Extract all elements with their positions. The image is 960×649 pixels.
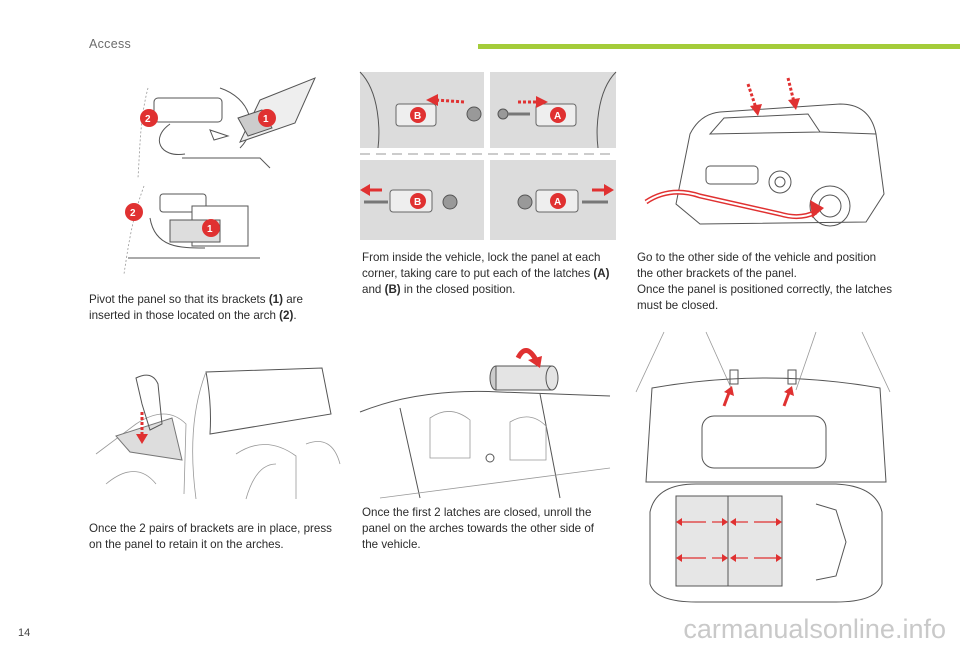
latches-illustration: B A B A: [359, 71, 617, 240]
bracket-pivot-illustration: 2 1 2 1: [123, 77, 316, 275]
section-accent-bar: [478, 44, 960, 49]
caption-unroll-panel: Once the first 2 latches are closed, unr…: [362, 506, 595, 551]
label-1-bottom: 1: [207, 224, 213, 235]
caption-press-panel: Once the 2 pairs of brackets are in plac…: [89, 522, 332, 551]
interior-and-top-view-illustration: [635, 331, 891, 603]
label-1-top: 1: [263, 114, 269, 125]
caption-lock-latches: From inside the vehicle, lock the panel …: [362, 251, 610, 296]
watermark: carmanualsonline.info: [683, 614, 946, 644]
latch-label-a-top: A: [554, 111, 561, 122]
press-panel-illustration: [95, 367, 341, 500]
label-2-bottom: 2: [130, 208, 136, 219]
latch-label-b-bottom: B: [414, 197, 421, 208]
label-2-top: 2: [145, 114, 151, 125]
vehicle-exterior-illustration: [644, 77, 885, 227]
latch-label-b-top: B: [414, 111, 421, 122]
section-title: Access: [89, 37, 132, 51]
latch-label-a-bottom: A: [554, 197, 561, 208]
unroll-panel-illustration: [359, 348, 611, 499]
caption-pivot-panel: Pivot the panel so that its brackets (1)…: [89, 293, 303, 322]
page-number: 14: [18, 627, 31, 639]
caption-other-side: Go to the other side of the vehicle and …: [637, 251, 892, 312]
